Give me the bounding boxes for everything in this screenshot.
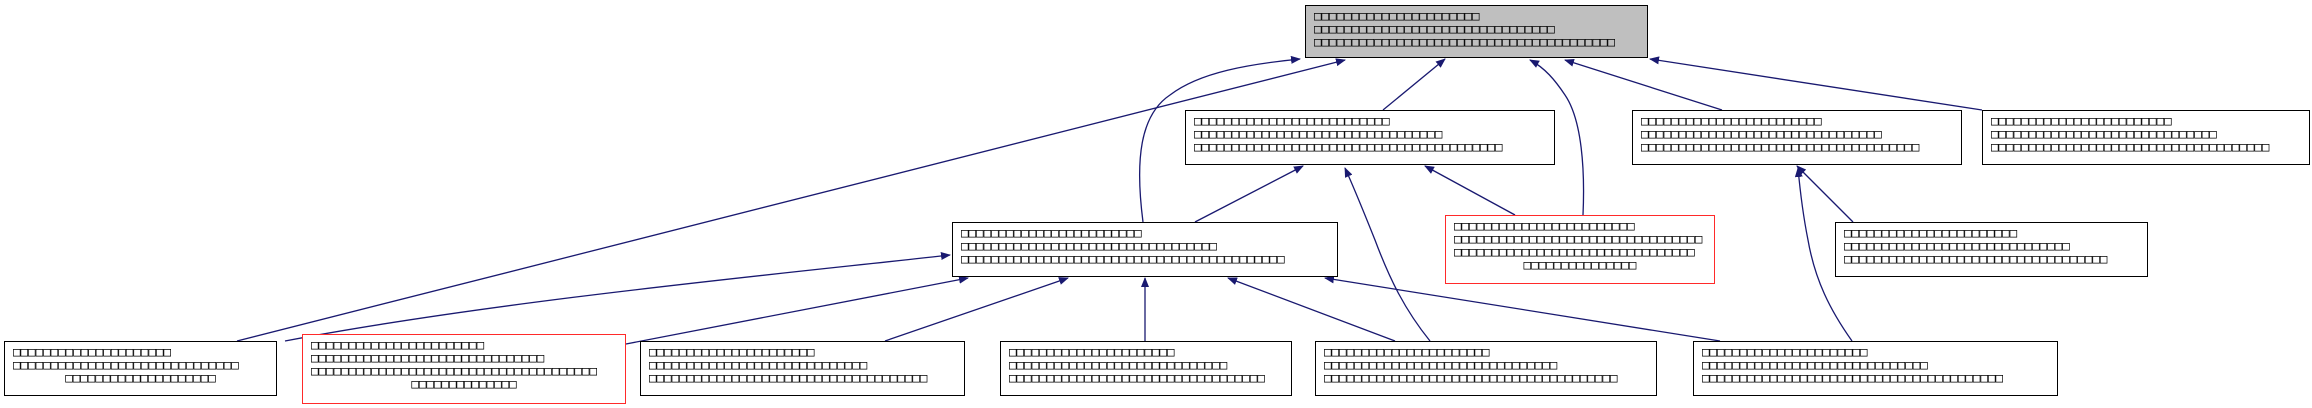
node-label-line: □□□□□□□□□□□□□□□□□□□□□□□□□□□□□□ (1991, 126, 2217, 141)
graph-node[interactable]: □□□□□□□□□□□□□□□□□□□□□□□□□□□□□□□□□□□□□□□□… (1315, 341, 1657, 396)
node-label-line: □□□□□□□□□□□□□□□□□□□□□□ (1702, 344, 1868, 359)
node-label-line: □□□□□□□□□□□□□□□□□□□□□□□□□□□□□□□□ (1641, 126, 1882, 141)
node-label-line: □□□□□□□□□□□□□□□□□□□□□□□□ (1641, 113, 1822, 128)
graph-node-highlighted[interactable]: □□□□□□□□□□□□□□□□□□□□□□□□□□□□□□□□□□□□□□□□… (1445, 215, 1715, 284)
node-label-line: □□□□□□□□□□□□□□□ (1523, 257, 1637, 272)
graph-node-root[interactable]: □□□□□□□□□□□□□□□□□□□□□□□□□□□□□□□□□□□□□□□□… (1305, 5, 1648, 58)
node-label-line: □□□□□□□□□□□□□□□□□□□□□□□□□□□□□□□□□□□ (1844, 251, 2108, 266)
graph-node[interactable]: □□□□□□□□□□□□□□□□□□□□□□□□□□□□□□□□□□□□□□□□… (4, 341, 277, 396)
node-label-line: □□□□□□□□□□□□□□□□□□□□□ (13, 344, 172, 359)
node-label-line: □□□□□□□□□□□□□□□□□□□□□□ (1009, 344, 1175, 359)
graph-node[interactable]: □□□□□□□□□□□□□□□□□□□□□□□□□□□□□□□□□□□□□□□□… (1982, 110, 2310, 165)
edge-botC-to-center (884, 277, 1069, 342)
graph-node[interactable]: □□□□□□□□□□□□□□□□□□□□□□□□□□□□□□□□□□□□□□□□… (1835, 222, 2148, 277)
node-label-line: □□□□□□□□□□□□□□□□□□□□□□□ (311, 337, 485, 352)
edge-botE-to-midA (1344, 167, 1431, 342)
node-label-line: □□□□□□□□□□□□□□□□□□□□ (65, 370, 216, 385)
edge-botE-to-center (1227, 277, 1396, 342)
edge-redMid-to-midA (1424, 165, 1516, 216)
graph-node[interactable]: □□□□□□□□□□□□□□□□□□□□□□□□□□□□□□□□□□□□□□□□… (1693, 341, 2058, 396)
graph-node-highlighted[interactable]: □□□□□□□□□□□□□□□□□□□□□□□□□□□□□□□□□□□□□□□□… (302, 334, 626, 404)
node-label-line: □□□□□□□□□□□□□□□□□□□□□□□□□□□□□□□□□□□□□□□□ (1702, 370, 2004, 385)
node-label-line: □□□□□□□□□□□□□□□□□□□□□□ (1314, 8, 1480, 23)
node-label-line: □□□□□□□□□□□□□□□□□□□□□□□□□□□□□□□□□□ (961, 238, 1217, 253)
node-label-line: □□□□□□□□□□□□□□□□□□□□□□□□□□□□□□□□□□□□□□□□… (1194, 139, 1503, 154)
edge-botA-to-root (236, 58, 1346, 342)
node-label-line: □□□□□□□□□□□□□□□□□□□□□□□ (1844, 225, 2018, 240)
node-label-line: □□□□□□□□□□□□□□□□□□□□□□□□□□□□□□□□□ (1194, 126, 1443, 141)
node-label-line: □□□□□□□□□□□□□□□□□□□□□□□□□□ (1194, 113, 1390, 128)
graph-node[interactable]: □□□□□□□□□□□□□□□□□□□□□□□□□□□□□□□□□□□□□□□□… (952, 222, 1338, 277)
edge-redMid-to-root (1529, 59, 1585, 216)
graph-node[interactable]: □□□□□□□□□□□□□□□□□□□□□□□□□□□□□□□□□□□□□□□□… (1185, 110, 1555, 165)
node-label-line: □□□□□□□□□□□□□□□□□□□□□□□□□□□□□□□□□□□□□□ (311, 363, 597, 378)
node-label-line: □□□□□□□□□□□□□□□□□□□□□□□□□□□□□□□□□□□□□ (1991, 139, 2270, 154)
node-label-line: □□□□□□□□□□□□□□□□□□□□□□ (649, 344, 815, 359)
node-label-line: □□□□□□□□□□□□□□□□□□□□□□□□□□□□□□□□□□□□□ (649, 370, 928, 385)
node-label-line: □□□□□□□□□□□□□□□□□□□□□□□□□□□□□□ (1702, 357, 1928, 372)
node-label-line: □□□□□□□□□□□□□□□□□□□□□□□□□□□□□□□□□□ (1009, 370, 1265, 385)
node-label-line: □□□□□□□□□□□□□□□□□□□□□□□□□□□□□□□ (1324, 357, 1558, 372)
graph-node[interactable]: □□□□□□□□□□□□□□□□□□□□□□□□□□□□□□□□□□□□□□□□… (1000, 341, 1292, 396)
node-label-line: □□□□□□□□□□□□□□□□□□□□□□□□ (1454, 218, 1635, 233)
node-label-line: □□□□□□□□□□□□□□□□□□□□□□□□□□□□□□□□ (1314, 21, 1555, 36)
graph-node[interactable]: □□□□□□□□□□□□□□□□□□□□□□□□□□□□□□□□□□□□□□□□… (640, 341, 965, 396)
node-label-line: □□□□□□□□□□□□□□□□□□□□□□□□ (1991, 113, 2172, 128)
edge-farR-to-root (1649, 56, 1983, 111)
node-label-line: □□□□□□□□□□□□□□ (411, 376, 517, 391)
edge-center-to-midA (1194, 165, 1304, 223)
node-label-line: □□□□□□□□□□□□□□□□□□□□□□□□□□□□□□□□ (1454, 244, 1695, 259)
node-label-line: □□□□□□□□□□□□□□□□□□□□□□□□□□□□□□□□□ (1454, 231, 1703, 246)
node-label-line: □□□□□□□□□□□□□□□□□□□□□□□□□□□□□ (649, 357, 868, 372)
node-label-line: □□□□□□□□□□□□□□□□□□□□□□□□□□□□□□□□□□□□□ (1641, 139, 1920, 154)
node-label-line: □□□□□□□□□□□□□□□□□□□□□□ (1324, 344, 1490, 359)
edge-midA-to-root (1382, 58, 1446, 111)
edge-center-to-root (1138, 55, 1301, 223)
node-label-line: □□□□□□□□□□□□□□□□□□□□□□□□ (961, 225, 1142, 240)
graph-node[interactable]: □□□□□□□□□□□□□□□□□□□□□□□□□□□□□□□□□□□□□□□□… (1632, 110, 1962, 165)
edge-midB-to-root (1564, 58, 1723, 111)
edge-botF-to-center (1324, 275, 1721, 342)
node-label-line: □□□□□□□□□□□□□□□□□□□□□□□□□□□□□□ (13, 357, 239, 372)
edge-botF-to-midB (1794, 167, 1853, 342)
edge-botA-to-center (284, 252, 951, 342)
node-label-line: □□□□□□□□□□□□□□□□□□□□□□□□□□□□□□□□□□□□□□□□ (1314, 34, 1616, 49)
node-label-line: □□□□□□□□□□□□□□□□□□□□□□□□□□□□□□□□□□□□□□□□… (961, 251, 1285, 266)
node-label-line: □□□□□□□□□□□□□□□□□□□□□□□□□□□□□□□ (311, 350, 545, 365)
node-label-line: □□□□□□□□□□□□□□□□□□□□□□□□□□□□□□□□□□□□□□□ (1324, 370, 1618, 385)
node-label-line: □□□□□□□□□□□□□□□□□□□□□□□□□□□□□□ (1844, 238, 2070, 253)
node-label-line: □□□□□□□□□□□□□□□□□□□□□□□□□□□□□ (1009, 357, 1228, 372)
edge-botB-to-center (625, 275, 969, 345)
edge-rightMid-to-midB (1796, 165, 1854, 223)
